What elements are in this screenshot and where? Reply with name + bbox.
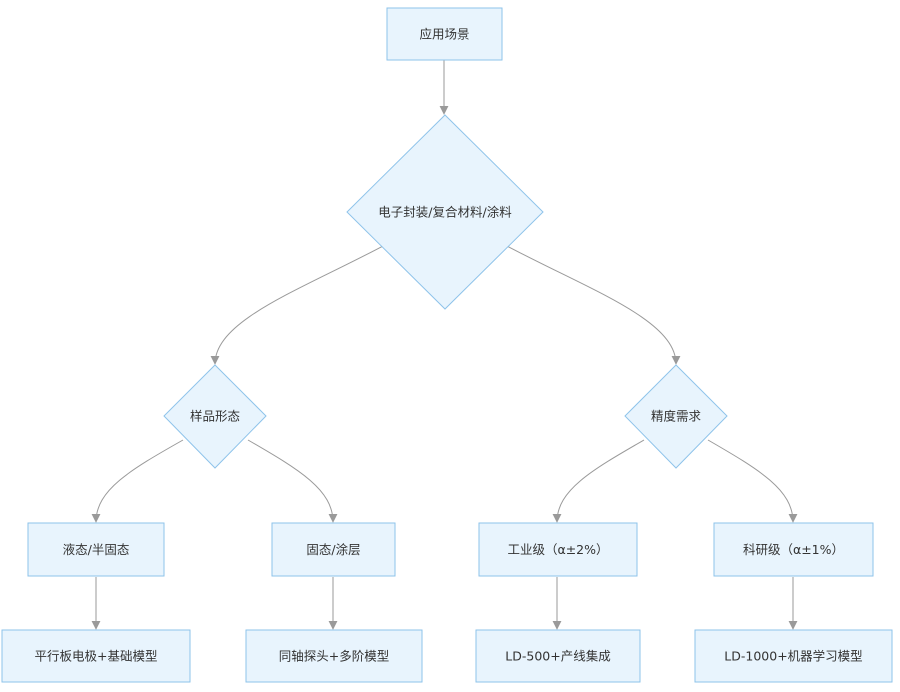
edge-sample-to-liquid (91, 439, 184, 523)
edge-domain-to-sample (210, 245, 384, 365)
edge-domain-to-precision (506, 245, 681, 365)
node-ld500-label: LD-500+产线集成 (505, 649, 610, 664)
node-solid: 固态/涂层 (271, 522, 396, 577)
node-coaxial-probe: 同轴探头+多阶模型 (245, 629, 423, 683)
node-industrial-label: 工业级（α±2%） (507, 542, 608, 557)
node-coaxial-probe-label: 同轴探头+多阶模型 (279, 649, 389, 664)
decision-sample: 样品形态 (163, 364, 267, 469)
decision-sample-label: 样品形态 (190, 409, 240, 424)
node-liquid: 液态/半固态 (27, 522, 165, 577)
node-app-scene: 应用场景 (386, 7, 503, 61)
decision-domain: 电子封装/复合材料/涂料 (346, 114, 544, 310)
edge-precision-to-industrial (552, 439, 645, 523)
node-research-label: 科研级（α±1%） (743, 542, 844, 557)
decision-precision: 精度需求 (624, 364, 728, 469)
edge-sample-to-solid (247, 439, 338, 523)
node-ld1000: LD-1000+机器学习模型 (694, 629, 893, 683)
node-parallel-plate-label: 平行板电极+基础模型 (35, 649, 158, 664)
node-ld500: LD-500+产线集成 (475, 629, 641, 683)
node-parallel-plate: 平行板电极+基础模型 (1, 629, 191, 683)
node-solid-label: 固态/涂层 (306, 542, 360, 557)
node-research: 科研级（α±1%） (713, 522, 874, 577)
edges (91, 60, 798, 630)
node-liquid-label: 液态/半固态 (63, 542, 130, 557)
decision-precision-label: 精度需求 (651, 409, 702, 424)
node-app-scene-label: 应用场景 (419, 27, 469, 42)
node-ld1000-label: LD-1000+机器学习模型 (724, 649, 862, 664)
decision-domain-label: 电子封装/复合材料/涂料 (378, 205, 512, 220)
node-industrial: 工业级（α±2%） (478, 522, 638, 577)
edge-precision-to-research (707, 439, 798, 523)
